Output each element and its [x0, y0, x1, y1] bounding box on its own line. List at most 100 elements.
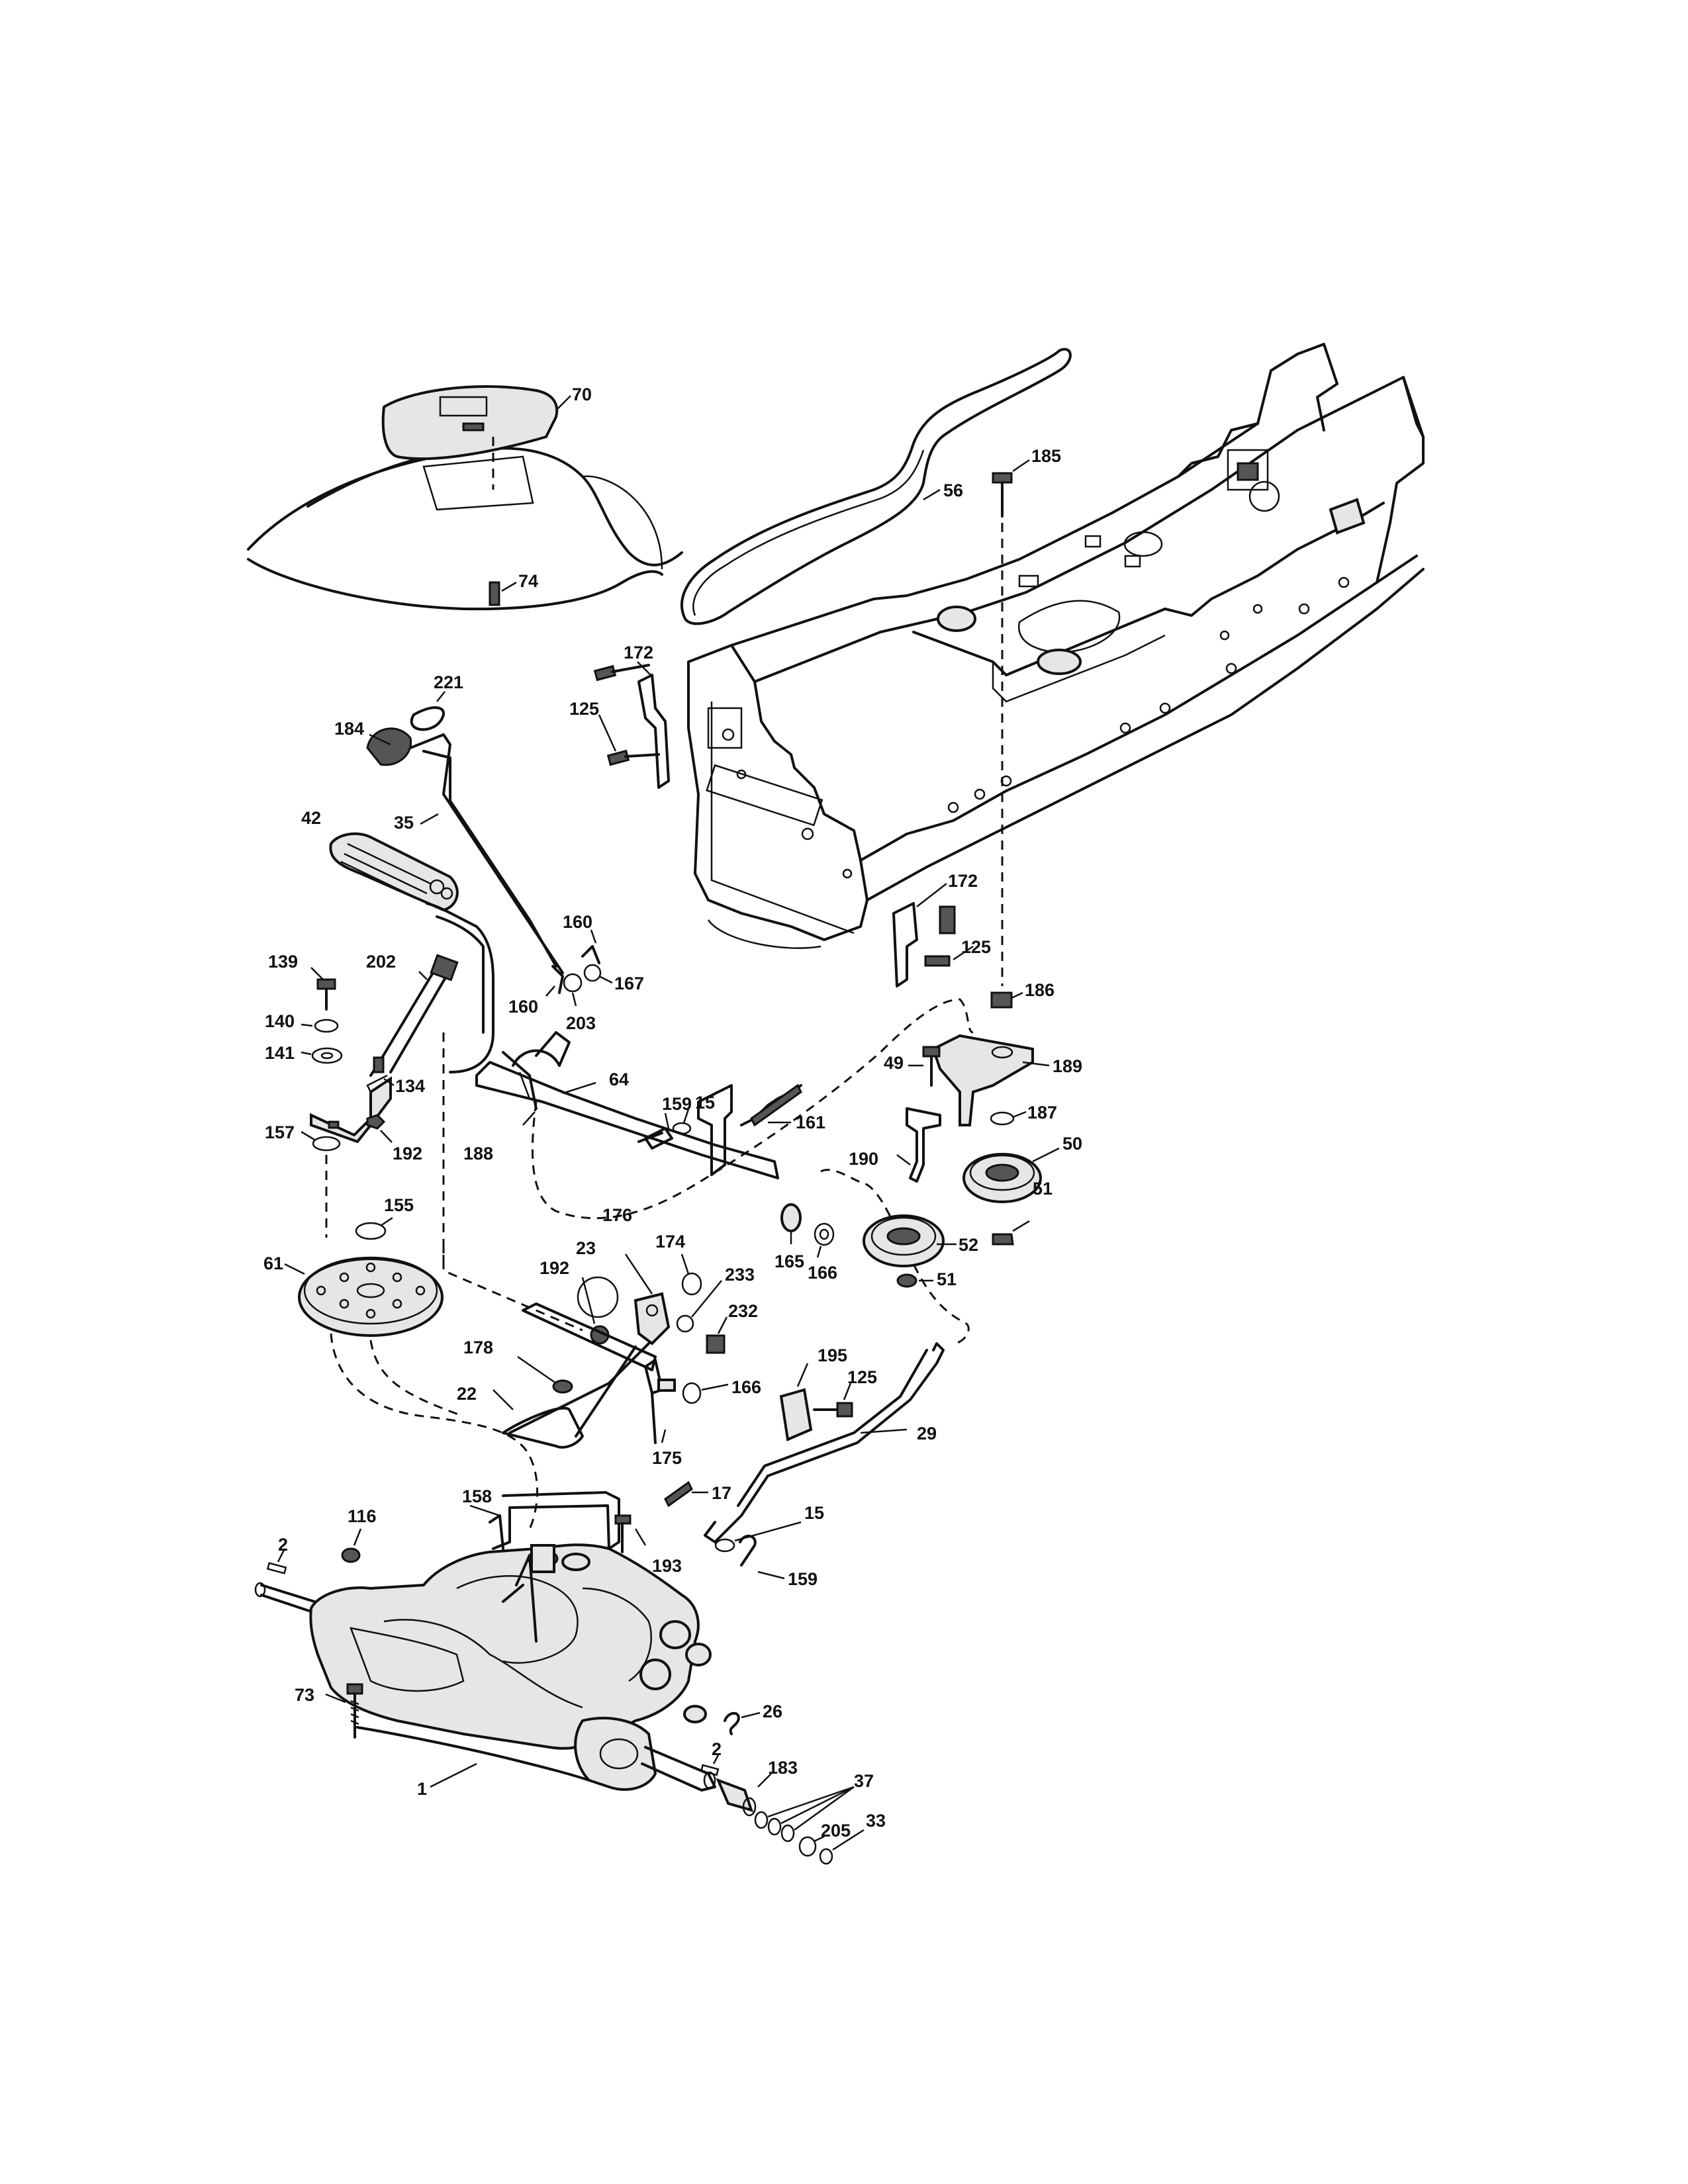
- callout-15-upper: 15: [695, 1093, 715, 1113]
- callout-192-upper: 192: [393, 1144, 422, 1163]
- knob-184: [366, 727, 412, 766]
- callout-26: 26: [763, 1702, 782, 1721]
- pin-178: [517, 1355, 573, 1394]
- callout-51-upper: 51: [1033, 1179, 1053, 1199]
- callout-37: 37: [854, 1771, 874, 1791]
- callout-51-lower: 51: [937, 1269, 957, 1289]
- bolt-49: [908, 1046, 941, 1087]
- washer-140: [301, 1019, 339, 1033]
- shaft-22: [492, 1302, 657, 1449]
- callout-70: 70: [572, 385, 592, 404]
- callout-190: 190: [849, 1149, 878, 1169]
- callout-187: 187: [1027, 1103, 1057, 1122]
- bolt-139: [310, 967, 336, 1011]
- callout-141: 141: [265, 1043, 295, 1063]
- key-2-upper: [266, 1548, 287, 1574]
- callout-221: 221: [434, 672, 463, 692]
- callout-172-lower: 172: [948, 871, 978, 891]
- nut-51-lower: [896, 1273, 933, 1288]
- washer-174: [680, 1253, 702, 1296]
- washer-187: [990, 1111, 1027, 1126]
- callout-52: 52: [959, 1235, 978, 1255]
- callout-167: 167: [614, 974, 644, 993]
- bolt-125-upper-a: [593, 664, 650, 682]
- callout-61: 61: [263, 1253, 283, 1273]
- spacer-165: [780, 1203, 802, 1244]
- bolt-185: [992, 459, 1030, 986]
- bracket-158: [469, 1491, 620, 1550]
- nut-51-upper: [992, 1220, 1030, 1246]
- pin-160-lower: [545, 965, 564, 997]
- washer-166-lower: [682, 1382, 729, 1404]
- ring-33: [819, 1829, 865, 1865]
- washer-205: [798, 1835, 825, 1857]
- callout-159-upper: 159: [662, 1094, 692, 1114]
- spacer-186: [990, 991, 1023, 1009]
- seal-23: [577, 1276, 619, 1318]
- shaft-35: [409, 733, 564, 974]
- bracket-190: [896, 1107, 941, 1183]
- bolt-193: [614, 1514, 647, 1553]
- callout-22: 22: [457, 1384, 477, 1404]
- callout-125-c: 125: [847, 1367, 877, 1387]
- pedal-arm: [426, 902, 494, 1271]
- callout-165: 165: [774, 1251, 804, 1271]
- key-2-lower: [700, 1754, 720, 1776]
- callout-193: 193: [652, 1556, 682, 1576]
- bracket-195: [779, 1363, 813, 1441]
- callout-74: 74: [518, 571, 538, 591]
- fender-panel: [247, 447, 683, 611]
- washer-166-upper: [814, 1222, 835, 1258]
- clip-221: [410, 691, 445, 731]
- callout-185: 185: [1031, 446, 1061, 466]
- pin-159-upper: [637, 1113, 673, 1150]
- spring-17: [664, 1480, 708, 1508]
- callout-203: 203: [566, 1013, 596, 1033]
- bolt-73: [325, 1683, 363, 1739]
- callout-23: 23: [576, 1238, 596, 1258]
- bracket-176: [624, 1253, 671, 1345]
- bolt-125-upper-b: [598, 714, 660, 766]
- callout-232: 232: [728, 1301, 758, 1321]
- callout-188: 188: [463, 1144, 493, 1163]
- callout-160-lower: 160: [508, 997, 538, 1017]
- callout-49: 49: [884, 1053, 904, 1073]
- callout-172: 172: [624, 643, 653, 662]
- callout-125-lower: 125: [961, 937, 991, 957]
- lever-175: [644, 1359, 667, 1444]
- washer-15-lower: [714, 1521, 802, 1553]
- callout-116: 116: [348, 1506, 377, 1526]
- callout-189: 189: [1053, 1056, 1082, 1076]
- callout-186: 186: [1025, 980, 1055, 1000]
- callout-50: 50: [1062, 1134, 1082, 1154]
- callout-202: 202: [366, 952, 396, 972]
- callout-17: 17: [712, 1483, 731, 1503]
- bolt-125-c: [813, 1383, 853, 1418]
- callout-42: 42: [301, 808, 321, 828]
- shifter-plate: [381, 385, 571, 490]
- pulley-50: [962, 1147, 1060, 1203]
- rod-29: [704, 1342, 945, 1543]
- ring-155: [355, 1216, 393, 1240]
- callout-192-lower: 192: [539, 1258, 569, 1278]
- callout-158: 158: [462, 1486, 492, 1506]
- bracket-134: [310, 1074, 395, 1144]
- callout-166-lower: 166: [731, 1377, 761, 1397]
- washer-233: [676, 1280, 722, 1333]
- callout-1: 1: [417, 1779, 427, 1799]
- screw-74: [489, 581, 517, 606]
- washer-15-upper: [672, 1109, 692, 1135]
- chassis-frame: [687, 343, 1425, 949]
- pedal-pad-42: [329, 832, 459, 912]
- washer-141: [301, 1047, 343, 1064]
- shaft-64: [475, 1031, 779, 1179]
- callout-140: 140: [265, 1011, 295, 1031]
- callout-56: 56: [943, 480, 963, 500]
- bolt-232: [706, 1316, 728, 1354]
- dashed-line-link: [442, 1244, 583, 1332]
- callout-184: 184: [334, 719, 364, 739]
- pulley-52: [863, 1214, 957, 1267]
- callout-35: 35: [394, 813, 414, 833]
- callout-139: 139: [268, 952, 298, 972]
- transaxle-1: [254, 1543, 716, 1792]
